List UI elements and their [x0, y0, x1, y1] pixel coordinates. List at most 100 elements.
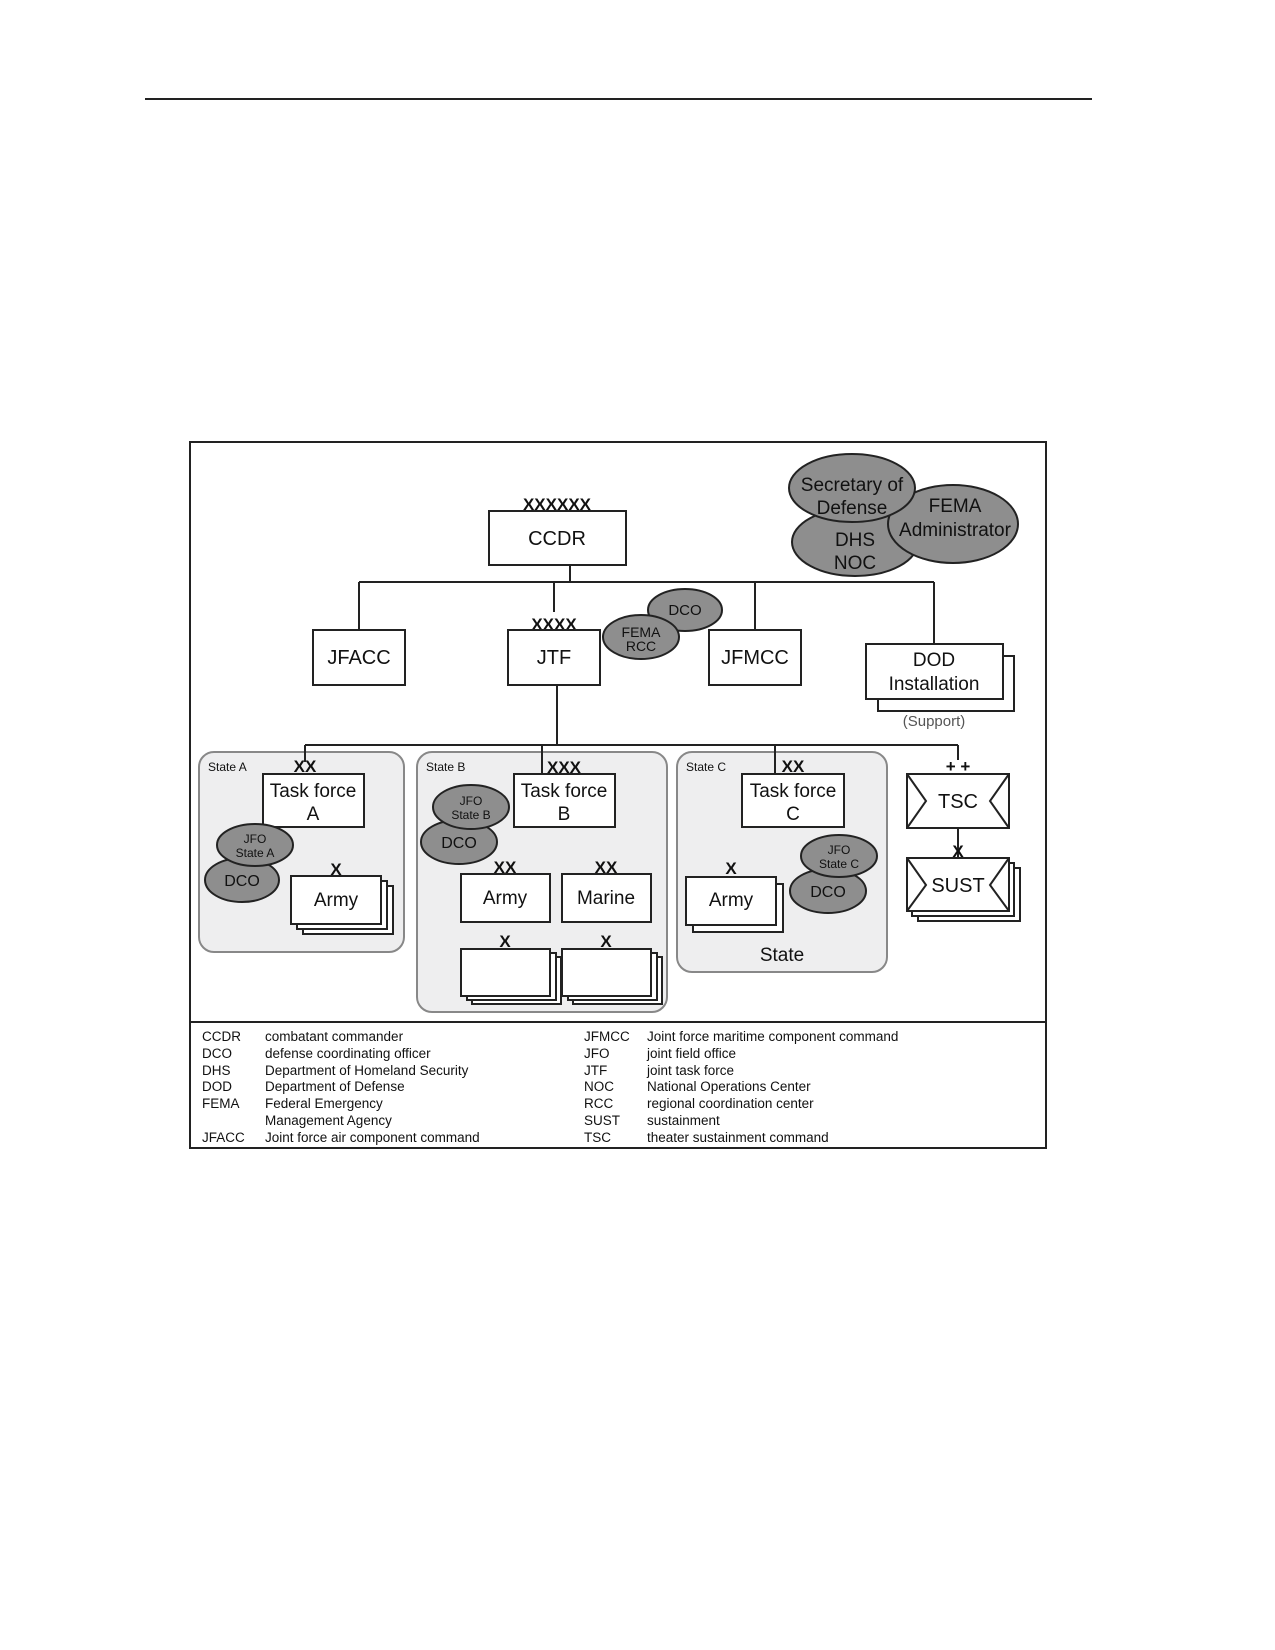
secdef-line-1: Secretary of — [801, 475, 904, 496]
dod-line-2: Installation — [889, 674, 980, 695]
state-b-sub-rank-2: X — [600, 932, 612, 951]
state-c-dco-label: DCO — [810, 884, 846, 901]
state-b-army-box — [460, 873, 551, 923]
legend-abbr — [202, 1113, 265, 1130]
dod-support-note: (Support) — [903, 713, 966, 730]
legend-row: DHS Department of Homeland Security — [202, 1063, 480, 1080]
legend-abbr: JTF — [584, 1062, 608, 1078]
legend-definition: Department of Defense — [265, 1079, 405, 1095]
sust-rank: X — [952, 842, 964, 861]
fema-line-1: FEMA — [929, 496, 982, 517]
legend-definition: combatant commander — [265, 1029, 404, 1044]
state-a-jfo-line-2: State A — [236, 846, 275, 860]
state-c-army-rank: X — [725, 859, 737, 878]
task-force-c-line-1: Task force — [750, 781, 837, 802]
fema-rcc-oval — [602, 614, 680, 660]
dod-line-1: DOD — [913, 650, 955, 671]
legend-row: DOD Department of Defense — [202, 1079, 480, 1096]
state-b-marine-box — [561, 873, 652, 923]
legend-definition: defense coordinating officer — [265, 1045, 431, 1061]
legend-definition: Federal Emergency — [265, 1096, 383, 1112]
state-c-name: State C — [686, 760, 726, 774]
dhs-line-1: DHS — [835, 530, 875, 551]
jtf-dco-label: DCO — [668, 602, 701, 619]
tsc-rank: + + — [946, 757, 971, 776]
state-c-footer: State — [760, 945, 804, 966]
legend-definition: regional coordination center — [647, 1096, 814, 1112]
legend-definition: theater sustainment command — [647, 1129, 829, 1145]
state-c-tf-rank: XX — [782, 757, 805, 776]
sust-left-chevron — [906, 857, 928, 912]
legend-definition: National Operations Center — [647, 1079, 811, 1095]
tsc-box — [906, 773, 1010, 829]
legend-row: Management Agency — [202, 1113, 480, 1130]
state-b-sub-rank-1: X — [499, 932, 511, 951]
state-c-jfo-line-1: JFO — [828, 843, 851, 857]
task-force-a-box — [262, 773, 365, 828]
state-c-army-label: Army — [709, 890, 754, 911]
ccdr-rank: XXXXXX — [523, 495, 592, 514]
task-force-b-box — [513, 773, 616, 828]
legend-definition: Joint force air component command — [265, 1129, 480, 1145]
state-a-jfo-oval — [216, 823, 294, 867]
fema-administrator-oval — [887, 484, 1019, 564]
ccdr-box — [488, 510, 627, 566]
sust-label: SUST — [931, 875, 984, 897]
state-a-dco-label: DCO — [224, 873, 260, 890]
sust-right-chevron — [988, 857, 1010, 912]
state-a-jfo-line-1: JFO — [244, 832, 267, 846]
legend-abbr: DOD — [202, 1079, 232, 1095]
state-b-tf-rank: XXX — [547, 758, 582, 777]
state-b-army-label: Army — [483, 888, 528, 909]
legend-row: JTF joint task force — [584, 1063, 898, 1080]
state-b-name: State B — [426, 760, 465, 774]
legend-abbr: RCC — [584, 1096, 614, 1112]
jfmcc-label: JFMCC — [721, 647, 789, 669]
jfacc-box — [312, 629, 406, 686]
state-a-army-box — [290, 875, 382, 925]
legend-abbr: DHS — [202, 1062, 231, 1078]
connector-lines — [304, 565, 959, 858]
state-c-army-box — [685, 876, 777, 926]
task-force-a-line-1: Task force — [270, 781, 357, 802]
state-b-jfo-oval — [432, 784, 510, 830]
page-header-rule — [145, 98, 1092, 100]
dhs-line-2: NOC — [834, 553, 876, 574]
task-force-b-line-2: B — [558, 804, 571, 825]
leadership-ovals — [788, 453, 1019, 577]
secdef-line-2: Defense — [817, 498, 888, 519]
jtf-box — [507, 629, 601, 686]
task-force-c-box — [741, 773, 845, 828]
state-a-army-rank: X — [330, 860, 342, 879]
legend-abbr: JFO — [584, 1045, 610, 1061]
ccdr-label: CCDR — [528, 528, 586, 550]
state-b-marine-label: Marine — [577, 888, 635, 909]
legend-definition: Department of Homeland Security — [265, 1062, 469, 1078]
state-a-army-label: Army — [314, 890, 359, 911]
task-force-a-line-2: A — [307, 804, 320, 825]
dod-installation-box — [865, 643, 1004, 700]
legend-definition: joint task force — [647, 1062, 735, 1078]
legend-abbr: CCDR — [202, 1029, 241, 1044]
jfacc-label: JFACC — [327, 647, 390, 669]
tsc-right-chevron — [988, 773, 1010, 829]
state-a-tf-rank: XX — [294, 757, 317, 776]
state-b-sub-unit-1-box — [460, 948, 551, 997]
jtf-label: JTF — [537, 647, 571, 669]
state-b-dco-label: DCO — [441, 835, 477, 852]
state-a-name: State A — [208, 760, 247, 774]
jfmcc-box — [708, 629, 802, 686]
task-force-b-line-1: Task force — [521, 781, 608, 802]
tsc-label: TSC — [938, 791, 978, 813]
legend-abbr: NOC — [584, 1079, 614, 1095]
